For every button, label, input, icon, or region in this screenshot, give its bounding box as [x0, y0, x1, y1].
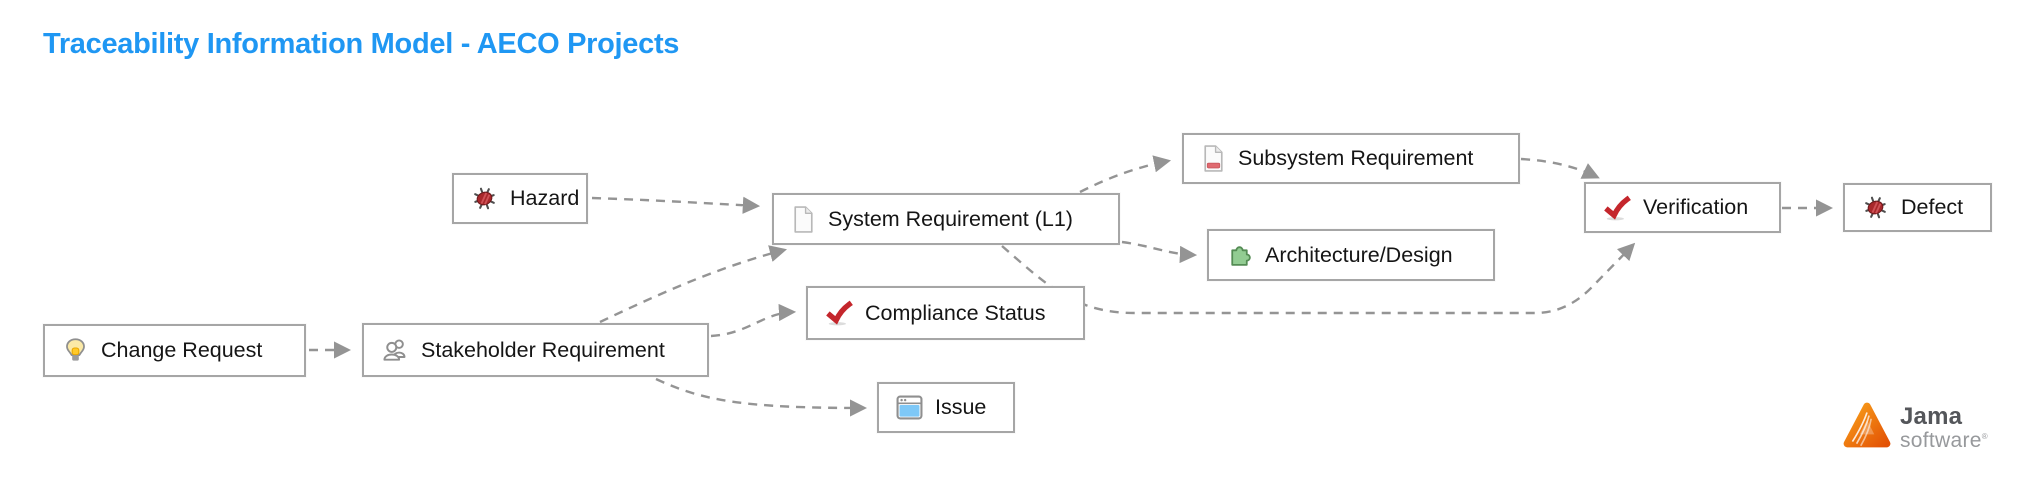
edge-system-requirement-to-architecture [1121, 240, 1198, 264]
edge-stakeholder-to-compliance-status [710, 303, 797, 338]
check-icon [825, 299, 853, 327]
edge-stakeholder-to-issue [655, 377, 868, 417]
node-label: Hazard [510, 186, 580, 210]
node-label: Issue [935, 395, 987, 419]
puzzle-icon [1226, 242, 1253, 269]
node-label: Compliance Status [865, 300, 1046, 325]
registered-mark: ® [1981, 431, 1988, 441]
page-title: Traceability Information Model - AECO Pr… [43, 28, 680, 60]
node-change-request[interactable]: Change Request [43, 324, 306, 377]
document-red-icon [1201, 144, 1226, 173]
edge-stakeholder-to-system-requirement [599, 245, 788, 324]
node-defect[interactable]: Defect [1843, 183, 1992, 232]
node-stakeholder-requirement[interactable]: Stakeholder Requirement [362, 323, 709, 377]
logo-sub-text: software® [1900, 428, 1988, 452]
node-system-requirement[interactable]: System Requirement (L1) [772, 193, 1120, 245]
node-label: Stakeholder Requirement [421, 337, 665, 362]
node-verification[interactable]: Verification [1584, 182, 1781, 233]
people-icon [381, 336, 409, 364]
edge-system-requirement-to-verification [1001, 242, 1636, 315]
edge-subsystem-to-verification [1520, 157, 1600, 179]
node-label: Change Request [101, 338, 263, 362]
window-icon [896, 395, 923, 420]
logo-brand-text: Jama [1900, 403, 1963, 431]
edge-hazard-to-system-requirement [591, 196, 761, 214]
lightbulb-icon [62, 337, 89, 364]
check-icon [1603, 194, 1631, 222]
node-subsystem-requirement[interactable]: Subsystem Requirement [1182, 133, 1520, 184]
node-architecture-design[interactable]: Architecture/Design [1207, 229, 1495, 281]
node-label: Architecture/Design [1265, 242, 1453, 267]
node-compliance-status[interactable]: Compliance Status [806, 286, 1085, 340]
node-label: Defect [1901, 195, 1964, 219]
node-hazard[interactable]: Hazard [452, 173, 588, 224]
node-label: System Requirement (L1) [828, 206, 1073, 231]
jama-logo-mark-icon [1842, 400, 1892, 457]
node-label: Subsystem Requirement [1238, 146, 1474, 170]
edge-system-requirement-to-subsystem [1079, 155, 1172, 194]
bug-icon [471, 185, 498, 212]
node-issue[interactable]: Issue [877, 382, 1015, 433]
node-label: Verification [1643, 195, 1749, 219]
jama-software-logo: Jama software® [1842, 398, 2012, 458]
bug-icon [1862, 194, 1889, 221]
document-icon [791, 205, 816, 234]
